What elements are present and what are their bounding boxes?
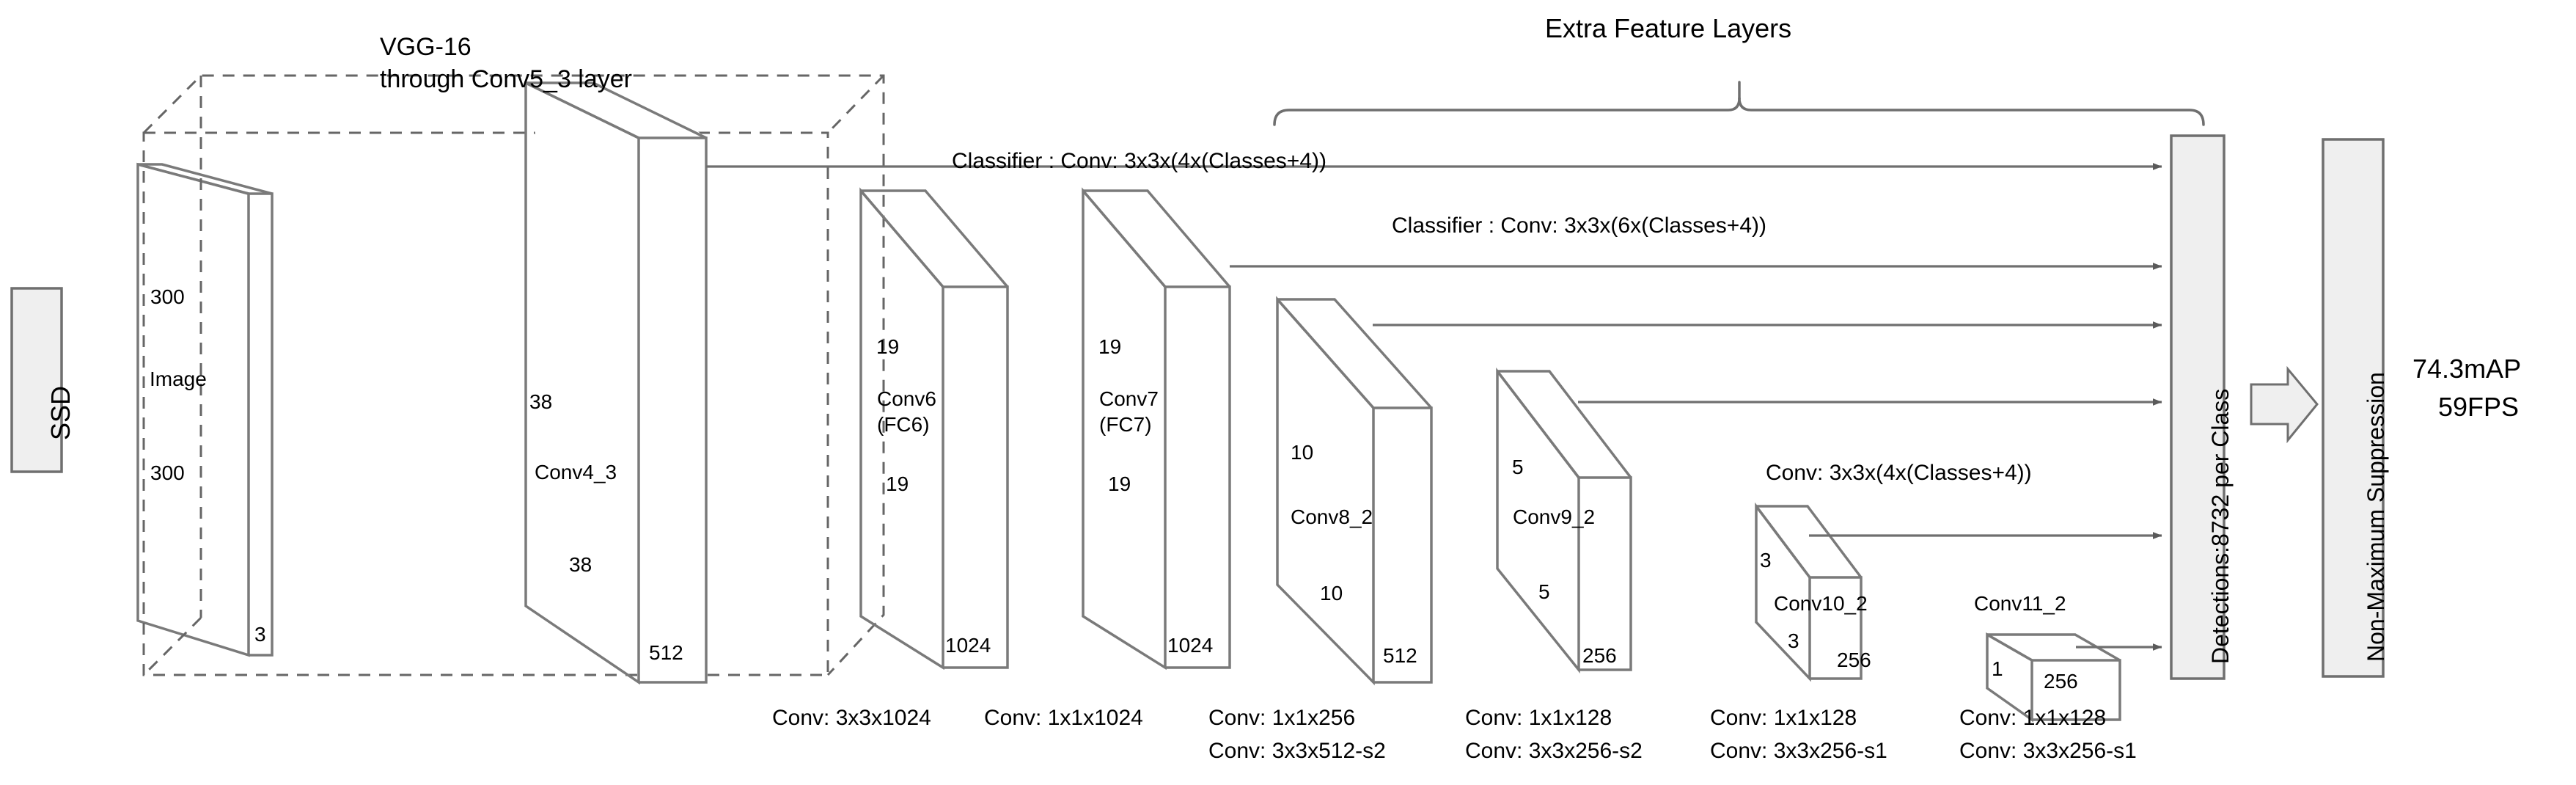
conv10_2-depth-label: 256	[1837, 649, 1871, 671]
classifier-caption-3: Conv: 3x3x(4x(Classes+4))	[1766, 461, 2032, 485]
conv8_2-height-label: 10	[1291, 441, 1314, 464]
conv9_2-block	[1496, 367, 1632, 673]
bottom-caption-2-line1: Conv: 1x1x1024	[984, 706, 1143, 730]
conv6-width-label: 19	[886, 472, 909, 495]
classifier-caption-1: Classifier : Conv: 3x3x(4x(Classes+4))	[952, 149, 1326, 173]
fps-result-label: 59FPS	[2438, 392, 2520, 422]
bottom-caption-5-line2: Conv: 3x3x256-s1	[1710, 739, 1887, 763]
image-depth-label: 3	[254, 623, 266, 646]
bottom-caption-5-line1: Conv: 1x1x128	[1710, 706, 1857, 730]
conv6-name-label: Conv6	[877, 387, 936, 410]
conv10_2-name-label: Conv10_2	[1774, 592, 1868, 615]
vgg16-label-line2: through Conv5_3 layer	[380, 65, 633, 93]
conv10_2-height-label: 3	[1760, 549, 1772, 572]
conv11_2-depth-label: 256	[2044, 670, 2078, 693]
conv8_2-depth-label: 512	[1383, 644, 1417, 667]
bottom-caption-4-line1: Conv: 1x1x128	[1465, 706, 1612, 730]
bottom-caption-6-line1: Conv: 1x1x128	[1959, 706, 2107, 730]
conv7-block	[1082, 187, 1231, 671]
conv8_2-name-label: Conv8_2	[1291, 505, 1373, 528]
extra-feature-layers-label: Extra Feature Layers	[1545, 13, 1792, 43]
conv4_3-name-label: Conv4_3	[535, 461, 617, 483]
conv11_2-name-label: Conv11_2	[1974, 592, 2066, 615]
conv6-block	[859, 187, 1009, 671]
conv9_2-depth-label: 256	[1582, 644, 1617, 667]
flow-arrow	[2250, 365, 2319, 444]
conv4_3-width-label: 38	[569, 553, 592, 576]
bottom-caption-3-line2: Conv: 3x3x512-s2	[1208, 739, 1386, 763]
conv7-height-label: 19	[1098, 335, 1122, 358]
prediction-arrows	[706, 163, 2162, 651]
detections-box	[2170, 134, 2225, 680]
conv10_2-width-label: 3	[1788, 629, 1799, 652]
conv8_2-width-label: 10	[1320, 582, 1343, 605]
conv6-sub-label: (FC6)	[877, 413, 930, 436]
map-result-label: 74.3mAP	[2412, 354, 2522, 384]
extra-feature-brace	[1273, 81, 2205, 126]
conv9_2-height-label: 5	[1512, 456, 1524, 478]
conv7-name-label: Conv7	[1099, 387, 1159, 410]
conv7-sub-label: (FC7)	[1099, 413, 1152, 436]
conv4_3-height-label: 38	[529, 390, 553, 413]
conv7-depth-label: 1024	[1167, 634, 1214, 657]
conv9_2-name-label: Conv9_2	[1513, 505, 1596, 528]
nms-box	[2322, 138, 2385, 678]
image-name-label: Image	[150, 368, 207, 390]
ssd-box	[10, 287, 63, 473]
conv6-depth-label: 1024	[945, 634, 991, 657]
image-height-label: 300	[150, 285, 185, 308]
input-image-block	[136, 162, 274, 657]
bottom-caption-3-line1: Conv: 1x1x256	[1208, 706, 1356, 730]
conv10_2-block	[1755, 502, 1863, 682]
bottom-caption-1-line1: Conv: 3x3x1024	[772, 706, 931, 730]
conv4_3-depth-label: 512	[649, 641, 683, 664]
nms-box-label: Non-Maximum Suppression	[2363, 372, 2389, 662]
bottom-caption-4-line2: Conv: 3x3x256-s2	[1465, 739, 1643, 763]
image-width-label: 300	[150, 461, 185, 484]
classifier-caption-2: Classifier : Conv: 3x3x(6x(Classes+4))	[1392, 213, 1766, 238]
conv6-height-label: 19	[876, 335, 900, 358]
conv7-width-label: 19	[1108, 472, 1131, 495]
ssd-box-label: SSD	[45, 385, 76, 440]
conv11_2-block	[1986, 632, 2121, 723]
conv11_2-height-label: 1	[1992, 657, 2003, 680]
detections-box-label: Detections:8732 per Class	[2207, 388, 2234, 664]
conv4_3-block	[524, 81, 708, 685]
vgg16-label-line1: VGG-16	[380, 33, 471, 61]
bottom-caption-6-line2: Conv: 3x3x256-s1	[1959, 739, 2137, 763]
conv9_2-width-label: 5	[1538, 580, 1550, 603]
conv8_2-block	[1276, 296, 1433, 686]
